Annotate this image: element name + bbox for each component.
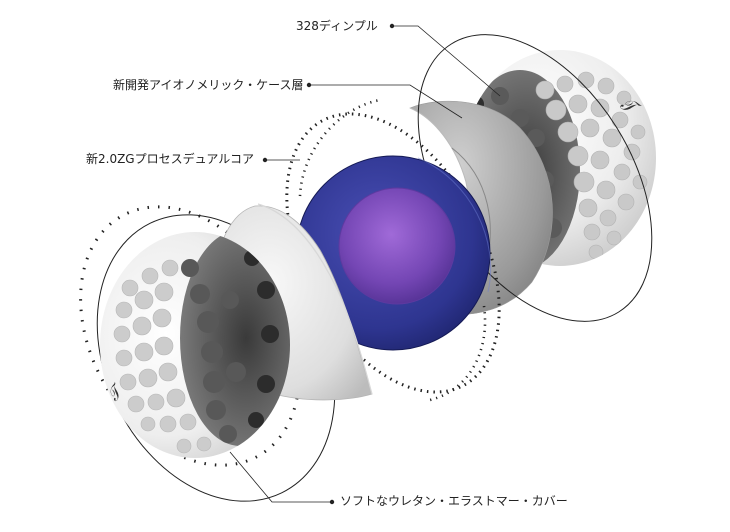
leader-line-casing [309,84,463,119]
leader-line-dimples [392,25,501,97]
label-casing-layer: 新開発アイオノメリック・ケース層 [113,78,304,92]
dual-core [295,155,492,351]
leader-line-cover [229,451,332,503]
label-dimples: 328ディンプル [296,19,378,33]
label-dual-core: 新2.0ZGプロセスデュアルコア [86,152,255,166]
left-cover-hemisphere: 𝒯 [100,232,290,458]
label-urethane-cover: ソフトなウレタン・エラストマー・カバー [340,494,568,508]
leader-lines [229,23,501,505]
